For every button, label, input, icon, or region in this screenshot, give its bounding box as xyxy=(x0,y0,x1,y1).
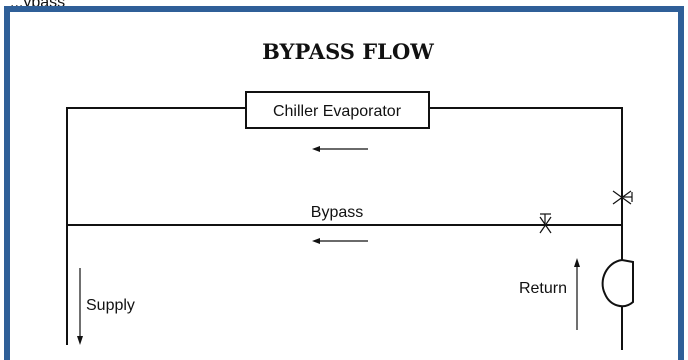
chiller-evaporator-box xyxy=(245,91,430,129)
valve-icon xyxy=(612,190,633,205)
diagram-title: BYPASS FLOW xyxy=(262,39,434,64)
supply-label: Supply xyxy=(86,297,135,314)
valve-icon xyxy=(539,213,552,234)
flow-arrow-bypass xyxy=(312,238,368,244)
flow-arrow-evaporator xyxy=(312,146,368,152)
flow-arrow-return xyxy=(574,258,580,330)
return-label: Return xyxy=(519,280,567,297)
pipe-right xyxy=(429,107,623,260)
pump-icon xyxy=(601,258,634,350)
flow-arrow-supply xyxy=(77,268,83,345)
bypass-label: Bypass xyxy=(311,204,363,221)
caption-fragment: ...ypass xyxy=(10,0,65,11)
chiller-evaporator-label: Chiller Evaporator xyxy=(273,103,402,120)
pipe-left-top xyxy=(66,107,246,345)
frame-border xyxy=(4,6,684,360)
